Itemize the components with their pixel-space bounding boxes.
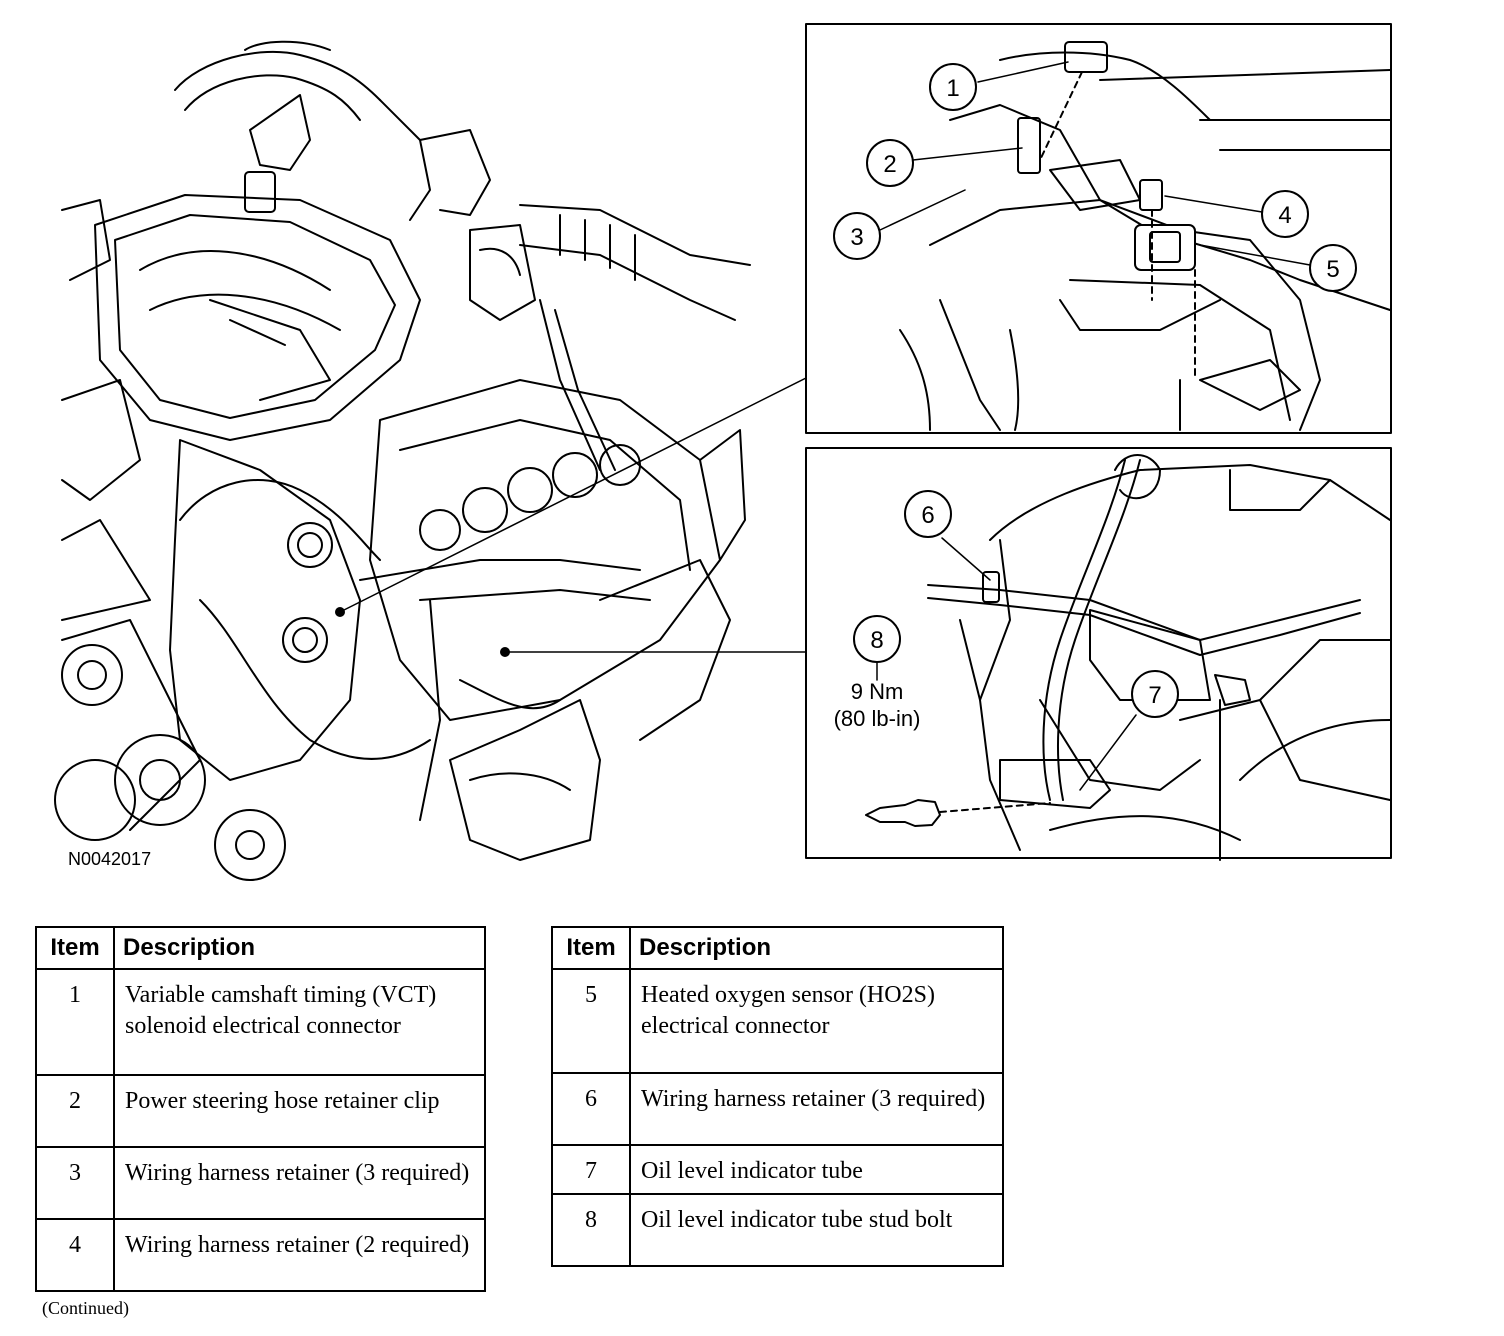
item-description: Variable camshaft timing (VCT) solenoid … <box>113 968 486 1076</box>
leader-point-2 <box>500 647 510 657</box>
callout-6: 6 <box>904 490 952 538</box>
torque-lbin: (80 lb-in) <box>834 706 921 731</box>
callout-2: 2 <box>866 139 914 187</box>
table-row: 6 Wiring harness retainer (3 required) <box>551 1072 1004 1146</box>
svg-text:8: 8 <box>870 627 883 654</box>
table-row: 1 Variable camshaft timing (VCT) solenoi… <box>35 968 486 1076</box>
table-row: 4 Wiring harness retainer (2 required) <box>35 1218 486 1292</box>
item-description: Oil level indicator tube stud bolt <box>629 1193 1004 1267</box>
callout-5: 5 <box>1309 244 1357 292</box>
table-row: 3 Wiring harness retainer (3 required) <box>35 1146 486 1220</box>
legend-header-row: Item Description <box>551 926 1004 970</box>
callout-7: 7 <box>1131 670 1179 718</box>
item-description: Wiring harness retainer (3 required) <box>113 1146 486 1220</box>
item-description: Wiring harness retainer (2 required) <box>113 1218 486 1292</box>
figure-code: N0042017 <box>68 849 151 869</box>
legend-table-right: Item Description 5 Heated oxygen sensor … <box>551 926 1004 1267</box>
description-header: Description <box>113 926 486 970</box>
item-description: Heated oxygen sensor (HO2S) electrical c… <box>629 968 1004 1074</box>
svg-text:5: 5 <box>1326 256 1339 283</box>
table-row: 7 Oil level indicator tube <box>551 1144 1004 1195</box>
item-header: Item <box>551 926 631 970</box>
table-row: 5 Heated oxygen sensor (HO2S) electrical… <box>551 968 1004 1074</box>
svg-text:7: 7 <box>1148 682 1161 709</box>
leader-point-1 <box>335 607 345 617</box>
item-number: 3 <box>35 1146 115 1220</box>
callout-4: 4 <box>1261 190 1309 238</box>
svg-text:1: 1 <box>946 75 959 102</box>
inset-bottom <box>805 447 1392 861</box>
callout-leaders <box>876 61 1311 791</box>
callout-1: 1 <box>929 63 977 111</box>
svg-text:6: 6 <box>921 502 934 529</box>
item-description: Oil level indicator tube <box>629 1144 1004 1195</box>
legend-table-left: Item Description 1 Variable camshaft tim… <box>35 926 486 1292</box>
leader-lines <box>339 377 807 653</box>
item-number: 8 <box>551 1193 631 1267</box>
svg-text:3: 3 <box>850 224 863 251</box>
description-header: Description <box>629 926 1004 970</box>
engine-illustration <box>54 40 751 881</box>
item-header: Item <box>35 926 115 970</box>
continued-note: (Continued) <box>42 1298 129 1318</box>
table-row: 2 Power steering hose retainer clip <box>35 1074 486 1148</box>
engine-diagram: 1 2 3 4 5 6 7 8 9 Nm (80 lb-in) N0042017 <box>54 23 1392 881</box>
item-number: 1 <box>35 968 115 1076</box>
torque-nm: 9 Nm <box>851 679 904 704</box>
item-description: Wiring harness retainer (3 required) <box>629 1072 1004 1146</box>
item-description: Power steering hose retainer clip <box>113 1074 486 1148</box>
item-number: 4 <box>35 1218 115 1292</box>
legend-header-row: Item Description <box>35 926 486 970</box>
inset-top <box>244 23 1392 434</box>
callout-8: 8 <box>853 615 901 663</box>
item-number: 2 <box>35 1074 115 1148</box>
svg-text:4: 4 <box>1278 202 1291 229</box>
item-number: 7 <box>551 1144 631 1195</box>
svg-text:2: 2 <box>883 151 896 178</box>
callout-3: 3 <box>833 212 881 260</box>
item-number: 6 <box>551 1072 631 1146</box>
item-number: 5 <box>551 968 631 1074</box>
table-row: 8 Oil level indicator tube stud bolt <box>551 1193 1004 1267</box>
